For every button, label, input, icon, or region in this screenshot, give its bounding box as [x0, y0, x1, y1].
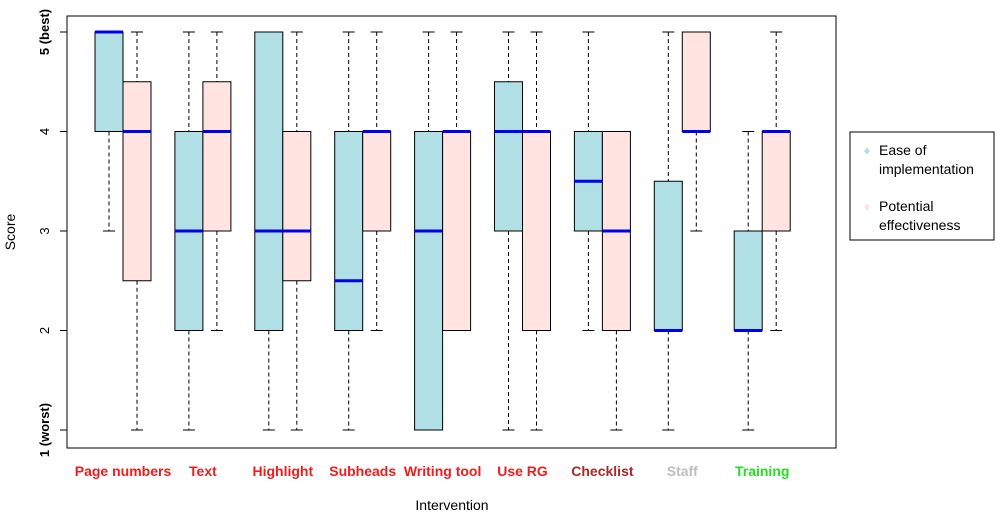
box [334, 131, 364, 331]
y-tick-label: 2 [37, 327, 52, 334]
box [362, 131, 392, 232]
x-category-label: Training [735, 463, 789, 479]
box [681, 31, 711, 132]
legend-label: effectiveness [879, 217, 960, 233]
legend-label: Ease of [879, 142, 927, 158]
box [254, 31, 284, 331]
x-category-label: Page numbers [75, 463, 172, 479]
x-category-label: Text [189, 463, 217, 479]
x-category-label: Staff [667, 463, 698, 479]
box [653, 180, 683, 331]
legend-swatch [864, 147, 870, 155]
x-category-label: Checklist [571, 463, 634, 479]
x-category-label: Highlight [252, 463, 313, 479]
box [442, 131, 472, 331]
y-tick-label: 5 (best) [37, 9, 52, 55]
x-category-label: Use RG [497, 463, 548, 479]
x-category-label: Subheads [329, 463, 396, 479]
y-axis-title: Score [2, 214, 18, 251]
box [414, 131, 444, 431]
y-tick-label: 4 [37, 128, 52, 135]
legend-label: implementation [879, 161, 974, 177]
plot-frame [66, 15, 837, 449]
box [202, 81, 232, 232]
box [282, 131, 312, 282]
box [733, 230, 763, 331]
x-axis-title: Intervention [415, 497, 488, 513]
box [94, 31, 124, 132]
y-tick-label: 1 (worst) [37, 403, 52, 457]
box [122, 81, 152, 282]
plot-area: 1 (worst) 2 3 4 5 (best) Page numbers Text High… [37, 9, 837, 479]
y-tick-label: 3 [37, 227, 52, 234]
x-category-label: Writing tool [404, 463, 482, 479]
legend-swatch [864, 203, 870, 211]
legend-label: Potential [879, 198, 933, 214]
box [761, 131, 791, 232]
box [522, 131, 551, 331]
legend-box [849, 131, 995, 241]
box [494, 81, 523, 232]
